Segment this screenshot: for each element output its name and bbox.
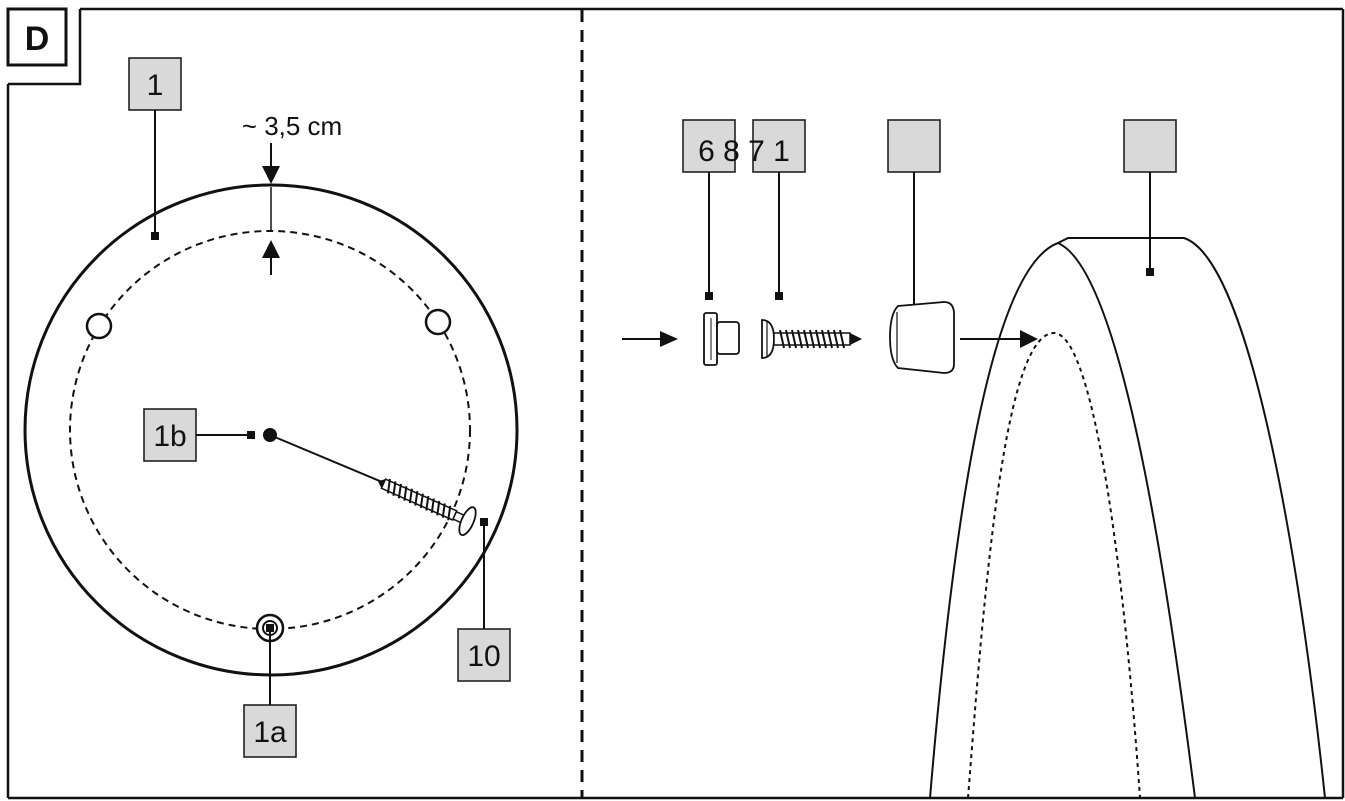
callout-box-10 [457, 628, 511, 682]
wall-dowel [889, 301, 955, 374]
dimension-label: ~ 3,5 cm [242, 111, 342, 141]
ceiling-arch [929, 237, 1326, 799]
callout-box-blank-a [887, 119, 941, 173]
mounting-hole-right [424, 308, 452, 336]
panel-letter: D [25, 20, 50, 58]
outer-frame [6, 7, 1345, 800]
callout-box-7 [752, 119, 806, 173]
callout-label-1a: 1a [253, 716, 287, 749]
angled-screw [377, 478, 477, 536]
callout-label-screw-set: 6 8 7 1 [698, 135, 790, 168]
callout-label-1: 1 [147, 69, 164, 102]
ceiling-plate: ~ 3,5 cm 1 1b 1a 10 [23, 57, 519, 758]
callout-label-10: 10 [467, 640, 500, 673]
panel-letter-badge: D [6, 7, 68, 67]
callout-label-1b: 1b [153, 420, 186, 453]
callout-box-1 [128, 57, 182, 111]
mounting-hole-left [85, 312, 113, 340]
right-subpanel: 6 8 7 1 [622, 119, 1326, 799]
callout-box-blank-b [1123, 119, 1177, 173]
callout-box-1a [243, 704, 297, 758]
horizontal-screw [761, 319, 862, 359]
washer-cap [703, 312, 740, 366]
